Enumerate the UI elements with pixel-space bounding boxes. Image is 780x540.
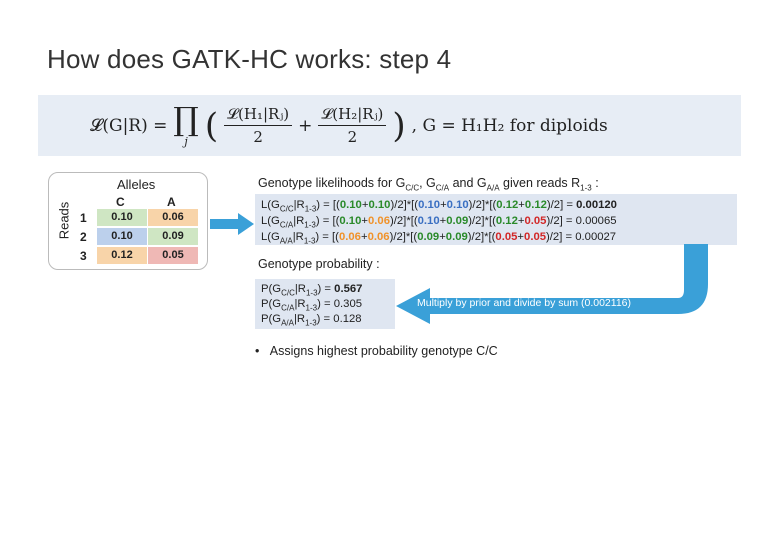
likelihoods-header: Genotype likelihoods for GC/C, GC/A and … (258, 176, 599, 193)
fraction-h1-denominator: 2 (253, 128, 263, 146)
reads-axis-label: Reads (56, 201, 72, 240)
probability-header: Genotype probability : (258, 257, 380, 271)
cell-r1-c: 0.10 (97, 209, 147, 226)
fraction-h1-numerator: 𝓛(H₁|Rⱼ) (224, 105, 293, 126)
likelihood-line-ca: L(GC/A|R1-3) = [(0.10+0.06)/2]*[(0.10+0.… (261, 215, 617, 230)
row-number: 2 (80, 230, 87, 244)
probability-line-ca: P(GC/A|R1-3) = 0.305 (261, 298, 363, 313)
likelihoods-box (255, 194, 737, 245)
likelihood-line-aa: L(GA/A|R1-3) = [(0.06+0.06)/2]*[(0.09+0.… (261, 231, 617, 246)
column-header-a: A (167, 195, 176, 209)
probability-box (255, 279, 395, 329)
cell-r3-a: 0.05 (148, 247, 198, 264)
fraction-h2: 𝓛(H₂|Rⱼ) 2 (318, 105, 387, 146)
alleles-title: Alleles (117, 177, 156, 192)
curved-back-arrow-icon (396, 244, 708, 324)
fraction-h2-denominator: 2 (347, 128, 358, 146)
probability-line-cc: P(GC/C|R1-3) = 0.567 (261, 283, 363, 298)
slide-title: How does GATK-HC works: step 4 (47, 44, 452, 74)
likelihood-line-cc: L(GC/C|R1-3) = [(0.10+0.10)/2]*[(0.10+0.… (261, 199, 617, 214)
left-paren: ( (204, 105, 219, 146)
cell-r3-c: 0.12 (97, 247, 147, 264)
arrow-right-icon (210, 213, 254, 235)
column-header-c: C (116, 195, 125, 209)
conclusion-bullet: • Assigns highest probability genotype C… (255, 344, 498, 358)
product-operator: ∏ j (173, 103, 198, 148)
arrow-note: Multiply by prior and divide by sum (0.0… (417, 297, 631, 309)
formula-band (38, 95, 741, 156)
formula-rhs: , G = H₁H₂ for diploids (411, 115, 608, 136)
fraction-h1: 𝓛(H₁|Rⱼ) 2 (224, 105, 293, 146)
row-number: 3 (80, 249, 87, 263)
cell-r2-a: 0.09 (148, 228, 198, 245)
right-paren: ) (392, 105, 406, 146)
product-index: j (184, 135, 188, 148)
cell-r2-c: 0.10 (97, 228, 147, 245)
bullet-icon: • (255, 344, 270, 358)
alleles-table: Alleles Reads C A 1 0.10 0.06 2 0.10 0.0… (48, 172, 208, 270)
likelihood-formula: 𝓛(G|R) = ∏ j ( 𝓛(H₁|Rⱼ) 2 + 𝓛(H₂|Rⱼ) 2 )… (90, 103, 608, 148)
row-number: 1 (80, 211, 87, 225)
fraction-h2-numerator: 𝓛(H₂|Rⱼ) (318, 105, 387, 126)
plus-sign: + (298, 115, 313, 136)
formula-lhs: 𝓛(G|R) = (90, 115, 168, 136)
cell-r1-a: 0.06 (148, 209, 198, 226)
product-symbol: ∏ (173, 100, 199, 138)
probability-line-aa: P(GA/A|R1-3) = 0.128 (261, 313, 362, 328)
